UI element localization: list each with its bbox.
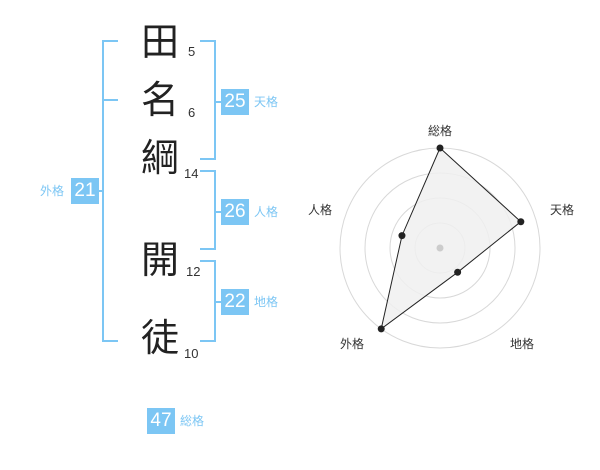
- radar-area: [380, 147, 522, 331]
- stroke-count-2: 6: [188, 105, 196, 120]
- radar-point-4: [377, 325, 385, 333]
- chikaku-connector: [214, 301, 222, 303]
- gaikaku-value-badge: 21: [71, 178, 99, 204]
- tenkaku-bracket: [200, 40, 216, 160]
- name-char-4: 開: [140, 238, 179, 282]
- radar-label-jinkaku: 人格: [308, 203, 333, 217]
- gaikaku-label: 外格: [40, 184, 65, 198]
- stroke-count-3: 14: [184, 166, 199, 181]
- gaikaku-bracket-tick: [102, 99, 118, 101]
- radar-point-1: [436, 144, 444, 152]
- jinkaku-label: 人格: [254, 205, 279, 219]
- radar-center-dot: [436, 244, 444, 252]
- radar-label-soukaku: 総格: [428, 124, 453, 138]
- radar-point-3: [454, 268, 462, 276]
- stroke-count-4: 12: [186, 264, 201, 279]
- stroke-count-5: 10: [184, 346, 199, 361]
- radar-label-tenkaku: 天格: [550, 203, 575, 217]
- name-char-5: 徒: [140, 316, 179, 360]
- tenkaku-label: 天格: [254, 95, 279, 109]
- chikaku-value-badge: 22: [221, 289, 249, 315]
- chikaku-label: 地格: [254, 295, 279, 309]
- radar-point-5: [398, 232, 406, 240]
- radar-point-2: [517, 218, 525, 226]
- tenkaku-connector: [214, 101, 222, 103]
- soukaku-value-badge: 47: [147, 408, 175, 434]
- stroke-count-1: 5: [188, 44, 196, 59]
- radar-label-gaikaku: 外格: [340, 337, 365, 351]
- tenkaku-value-badge: 25: [221, 89, 249, 115]
- jinkaku-value-badge: 26: [221, 199, 249, 225]
- jinkaku-bracket: [200, 170, 216, 250]
- name-char-3: 綱: [140, 136, 179, 180]
- soukaku-label: 総格: [180, 414, 205, 428]
- gaikaku-connector: [96, 190, 104, 192]
- radar-label-chikaku: 地格: [510, 337, 535, 351]
- jinkaku-connector: [214, 211, 222, 213]
- name-char-2: 名: [140, 78, 179, 122]
- name-char-1: 田: [140, 20, 179, 64]
